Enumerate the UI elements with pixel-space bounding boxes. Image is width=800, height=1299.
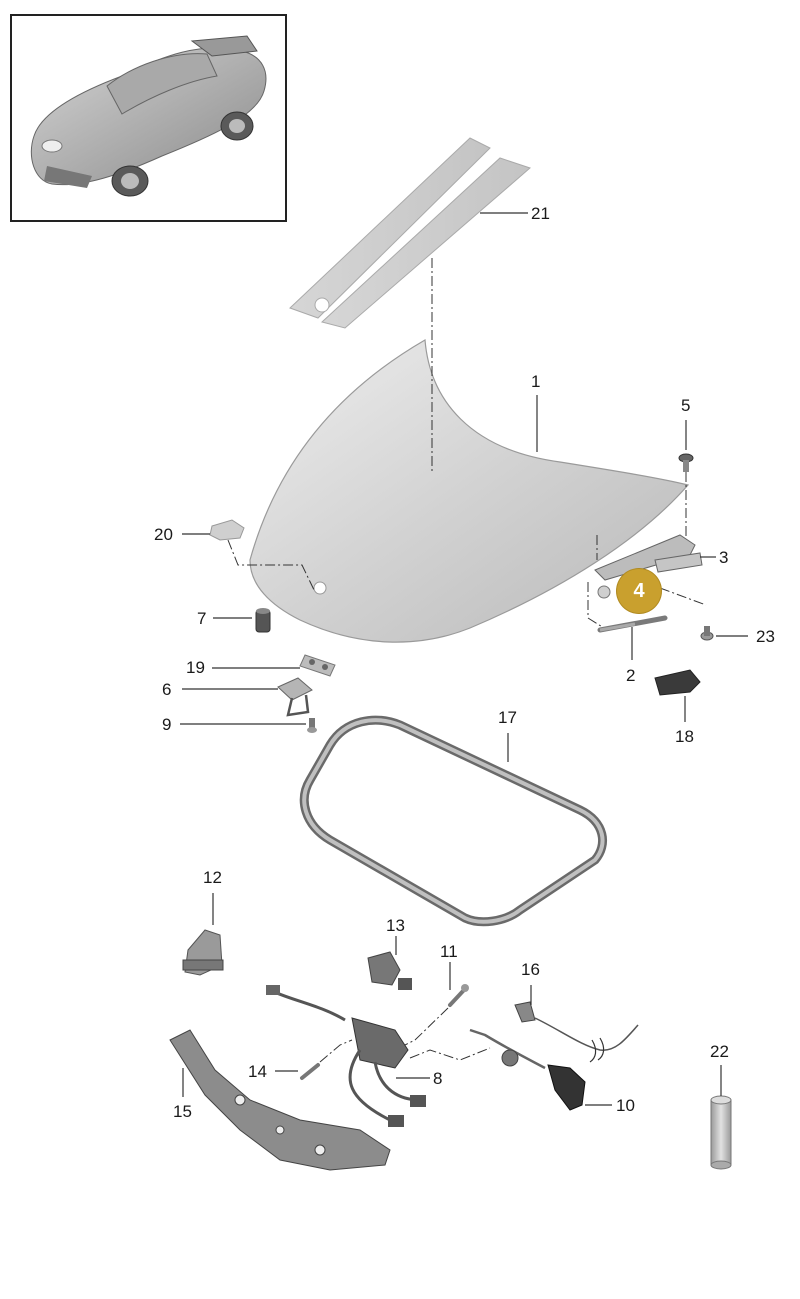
- callout-3[interactable]: 3: [719, 548, 729, 567]
- part-10-release-handle: [469, 1028, 586, 1111]
- part-11-bolt: [448, 984, 469, 1007]
- part-14-bolt: [300, 1063, 320, 1080]
- part-12-latch-bracket: [182, 929, 224, 976]
- callout-11[interactable]: 11: [440, 942, 458, 961]
- callout-4-highlighted[interactable]: 4: [617, 569, 661, 613]
- part-21-stripes: [289, 137, 531, 329]
- part-17-seal: [299, 715, 607, 927]
- callout-8[interactable]: 8: [433, 1069, 443, 1088]
- part-13-actuator: [367, 951, 412, 990]
- part-9-bolt: [307, 718, 317, 733]
- car-illustration: [30, 35, 267, 197]
- part-5-screw: [678, 453, 694, 472]
- callout-10[interactable]: 10: [616, 1096, 635, 1115]
- callout-9[interactable]: 9: [162, 715, 172, 734]
- callout-23[interactable]: 23: [756, 627, 775, 646]
- part-6-bracket: [277, 677, 313, 717]
- part-18-buffer: [654, 669, 701, 696]
- part-19-clip: [299, 654, 336, 677]
- callout-12[interactable]: 12: [203, 868, 222, 887]
- callout-7[interactable]: 7: [197, 609, 207, 628]
- callout-14[interactable]: 14: [248, 1062, 267, 1081]
- callout-20[interactable]: 20: [154, 525, 173, 544]
- callout-21[interactable]: 21: [531, 204, 550, 223]
- callout-1[interactable]: 1: [531, 372, 541, 391]
- part-22-cylinder: [710, 1095, 732, 1170]
- callout-6[interactable]: 6: [162, 680, 172, 699]
- callout-5[interactable]: 5: [681, 396, 691, 415]
- part-7-bumper: [255, 608, 271, 633]
- part-1-hood: [249, 339, 690, 643]
- callout-18[interactable]: 18: [675, 727, 694, 746]
- callout-22[interactable]: 22: [710, 1042, 729, 1061]
- part-2-strut: [597, 615, 668, 633]
- part-20-sticker: [209, 519, 245, 541]
- part-15-crossmember: [169, 1029, 391, 1171]
- callout-16[interactable]: 16: [521, 960, 540, 979]
- callout-19[interactable]: 19: [186, 658, 205, 677]
- callout-2[interactable]: 2: [626, 666, 636, 685]
- part-3-hinge: [594, 534, 703, 581]
- vehicle-thumbnail: [10, 14, 287, 222]
- callout-17[interactable]: 17: [498, 708, 517, 727]
- part-8-lock: [266, 985, 426, 1127]
- callout-15[interactable]: 15: [173, 1102, 192, 1121]
- callout-13[interactable]: 13: [386, 916, 405, 935]
- part-23-bolt: [700, 626, 714, 641]
- part-16-release-cable: [514, 1001, 639, 1063]
- part-4-nut: [597, 585, 611, 599]
